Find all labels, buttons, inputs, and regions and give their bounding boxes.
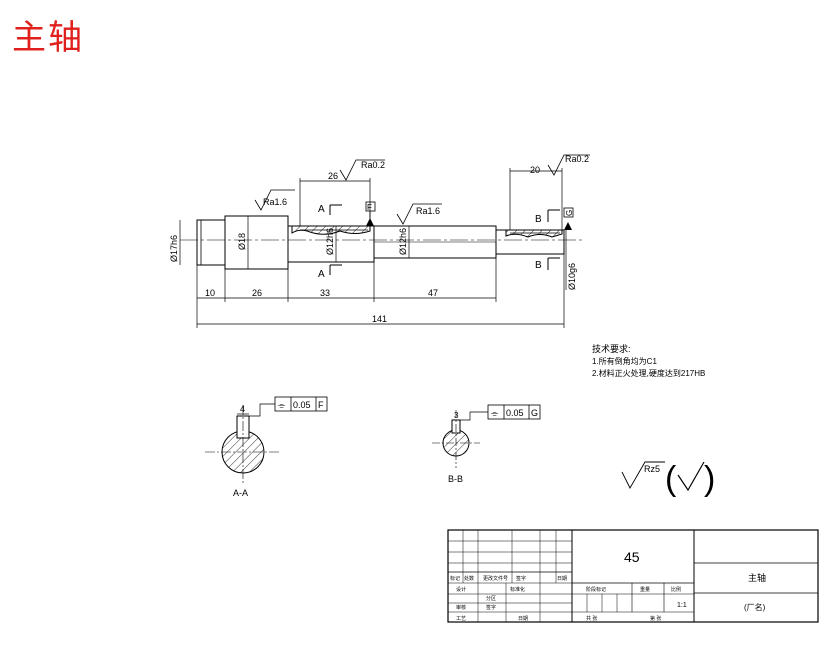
ra-0-2-a: Ra0.2 [361, 160, 385, 170]
tb-sheets-total: 共 张 [586, 615, 597, 622]
paren-right: ) [704, 460, 715, 498]
dim-len-141: 141 [372, 314, 387, 324]
paren-left: ( [665, 460, 677, 498]
tb-stage-mark: 阶段标记 [586, 586, 606, 593]
dim-d10: Ø10g6 [567, 263, 577, 290]
section-bb-width: 3 [454, 411, 459, 420]
section-aa: 4 ⌯ 0.05 F A-A [205, 396, 328, 498]
roughness-labels: Ra0.2 Ra1.6 Ra1.6 Ra0.2 [263, 154, 589, 216]
drawing-title: 主轴 [12, 18, 84, 58]
tb-division: 分区 [486, 595, 496, 602]
dim-d18: Ø18 [237, 233, 247, 250]
section-a-bottom: A [318, 269, 325, 280]
technical-notes: 技术要求: 1.所有倒角均为C1 2.材料正火处理,硬度达到217HB [592, 343, 705, 378]
section-bb: 3 ⌯ 0.05 G B-B [432, 404, 541, 484]
tech-notes-line1: 1.所有倒角均为C1 [592, 356, 657, 366]
dim-d12b: Ø12h6 [398, 228, 408, 255]
section-a-top: A [318, 204, 325, 215]
tol-bb-symbol: ⌯ [491, 408, 499, 418]
diameter-dim-lines [179, 216, 567, 290]
dim-d12a: Ø12h6 [325, 228, 335, 255]
tb-design: 设计 [456, 586, 466, 593]
dim-len-26: 26 [252, 288, 262, 298]
dim-keyway-20: 20 [530, 165, 540, 175]
datum-g: G [565, 210, 574, 216]
shaft-main-view [180, 215, 585, 270]
tb-date: 日期 [557, 576, 567, 582]
dim-len-10: 10 [205, 288, 215, 298]
section-marker-labels: A A B B [318, 204, 542, 280]
part-name: 主轴 [748, 572, 766, 583]
length-dim-lines [196, 168, 565, 328]
tb-sheet-no: 第 张 [650, 615, 661, 622]
title-block-text: 45 主轴 (厂名) 1:1 标记 处数 更改文件号 签字 日期 设计 标准化 … [450, 549, 766, 622]
tb-sign2: 签字 [486, 604, 496, 611]
tol-aa-datum: F [318, 400, 324, 410]
tb-change-doc: 更改文件号 [483, 575, 508, 582]
tb-date2: 日期 [518, 616, 528, 622]
scale-value: 1:1 [677, 602, 687, 609]
company-name: (厂名) [744, 602, 766, 612]
tb-standardize: 标准化 [510, 586, 525, 593]
tb-count: 处数 [464, 575, 474, 582]
length-labels: 10 26 33 47 141 26 20 [205, 165, 540, 324]
keyway-hatch-b [505, 229, 563, 238]
tb-process: 工艺 [456, 616, 466, 622]
section-b-top: B [535, 214, 542, 225]
datum-markers: F G [365, 201, 574, 230]
section-aa-label: A-A [233, 488, 248, 498]
tb-ratio: 比例 [671, 586, 681, 593]
dim-keyway-26: 26 [328, 171, 338, 181]
tol-aa-value: 0.05 [293, 400, 311, 410]
material: 45 [624, 549, 640, 565]
section-b-bottom: B [535, 260, 542, 271]
tb-check: 审核 [456, 604, 466, 611]
rz5-label: Rz5 [644, 464, 660, 474]
ra-1-6-b: Ra1.6 [416, 206, 440, 216]
tb-mark: 标记 [450, 575, 460, 582]
ra-1-6-a: Ra1.6 [263, 197, 287, 207]
tb-weight: 重量 [640, 586, 650, 593]
tb-signature: 签字 [516, 575, 526, 582]
tech-notes-line2: 2.材料正火处理,硬度达到217HB [592, 368, 705, 378]
title-block [447, 529, 819, 623]
roughness-symbols [254, 154, 590, 225]
tol-aa-symbol: ⌯ [278, 400, 286, 410]
dim-len-47: 47 [428, 288, 438, 298]
tech-notes-heading: 技术要求: [592, 343, 631, 354]
tol-bb-datum: G [531, 408, 538, 418]
section-bb-label: B-B [448, 474, 463, 484]
shaft-segment-18 [224, 215, 289, 270]
ra-0-2-b: Ra0.2 [565, 154, 589, 164]
diameter-labels: Ø17h6 Ø18 Ø12h6 Ø12h6 Ø10g6 [169, 228, 577, 290]
dim-d17: Ø17h6 [169, 235, 179, 262]
section-markers [329, 204, 560, 275]
dim-len-33: 33 [320, 288, 330, 298]
tol-bb-value: 0.05 [506, 408, 524, 418]
section-aa-width: 4 [240, 404, 245, 414]
general-roughness: Rz5 ( ) [621, 460, 715, 498]
datum-f: F [367, 203, 372, 212]
